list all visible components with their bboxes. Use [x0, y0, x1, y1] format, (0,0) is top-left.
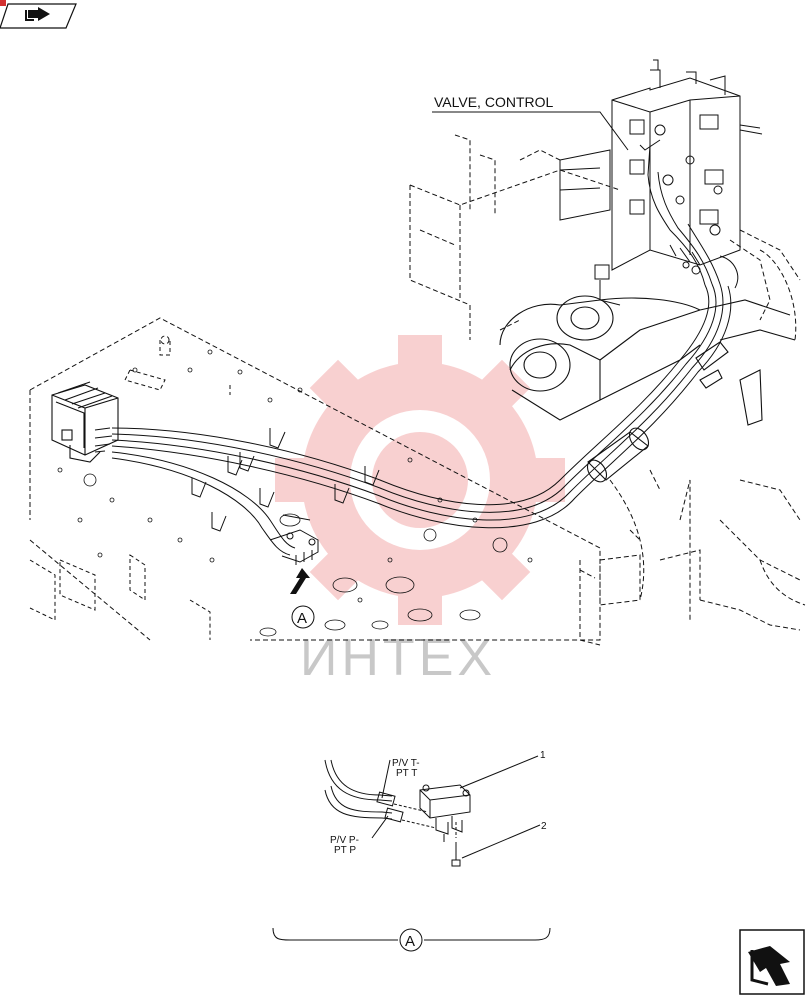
upper-frame	[409, 134, 806, 646]
main-control-valve	[559, 59, 763, 306]
callout-a-detail-label: A	[405, 933, 415, 950]
return-arrow-icon	[748, 946, 790, 986]
valve-control-leader	[432, 111, 629, 151]
sensor-location	[269, 514, 319, 565]
floor-plate	[29, 317, 601, 641]
hose-bundle	[111, 144, 732, 556]
detail-pvp-label-2: PT P	[334, 845, 356, 856]
detail-pvt-label-2: PT T	[396, 768, 417, 779]
callout-a-main	[291, 605, 315, 629]
callout-a-detail	[399, 928, 423, 952]
hose-clamps	[191, 428, 380, 532]
hose-sleeve	[586, 341, 729, 483]
watermark-logo	[275, 335, 565, 625]
part-number-2: 2	[541, 821, 547, 832]
detail-view-a	[272, 755, 551, 952]
callout-a-main-label: A	[297, 610, 307, 627]
pilot-valve-block	[51, 381, 119, 463]
bottom-return-button[interactable]	[739, 929, 805, 995]
detail-pvp-label-1: P/V P-	[330, 835, 359, 846]
boom-foot	[499, 295, 796, 426]
view-a-arrow	[290, 568, 310, 594]
valve-control-label: VALVE, CONTROL	[434, 94, 554, 110]
left-plate-features	[29, 335, 231, 640]
plate-holes	[57, 349, 533, 637]
return-arrow-icon	[25, 7, 50, 21]
main-assembly-drawing	[29, 59, 806, 646]
watermark-text: ИНТЕХ	[300, 629, 496, 687]
detail-pvt-label-1: P/V T-	[392, 758, 420, 769]
top-return-button[interactable]	[0, 0, 77, 29]
part-number-1: 1	[540, 750, 546, 761]
